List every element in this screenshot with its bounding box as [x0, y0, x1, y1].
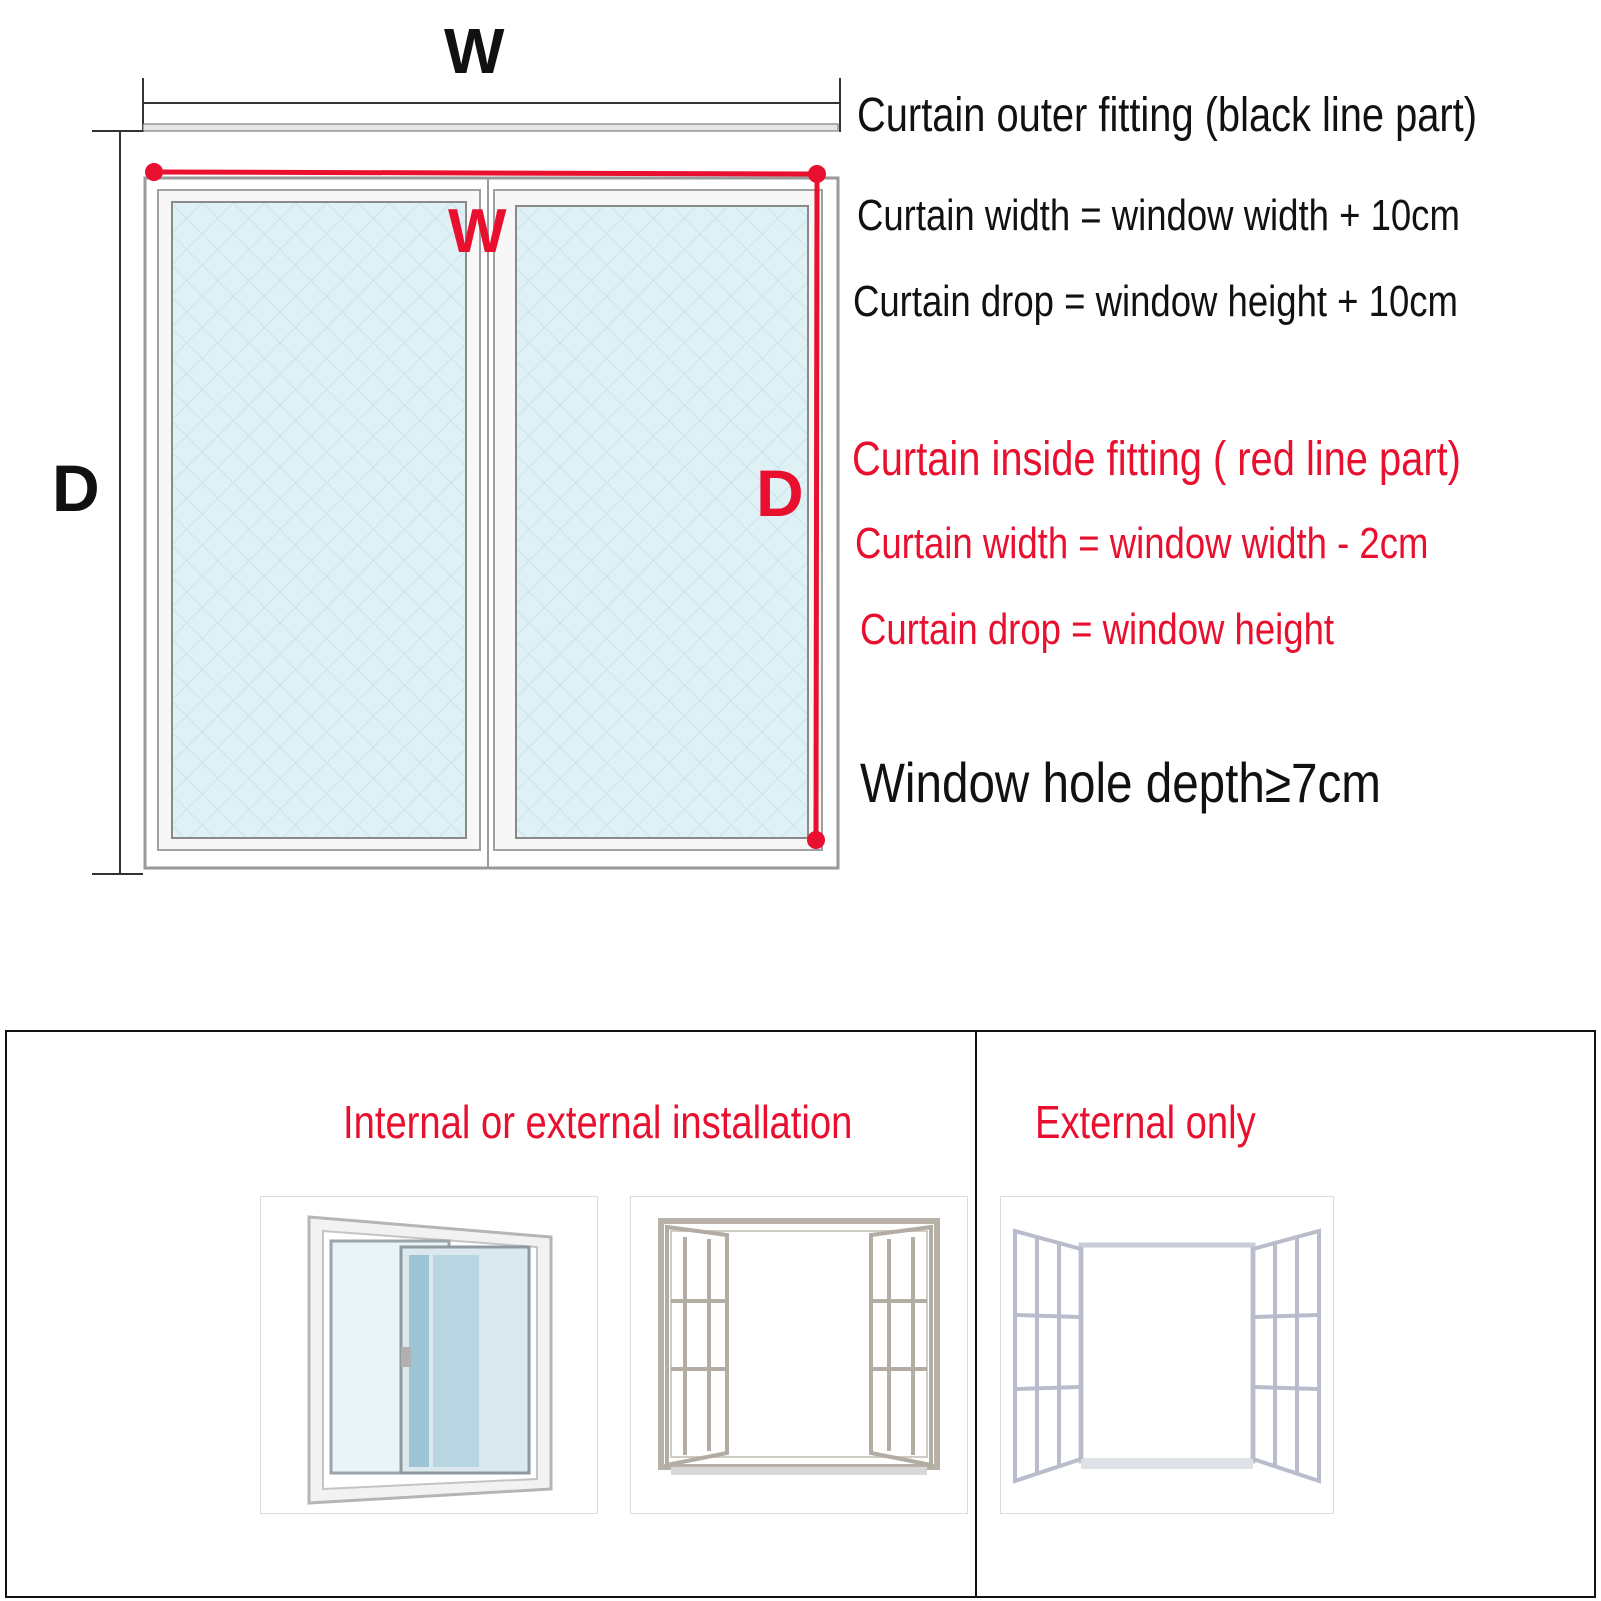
casement-window-image	[630, 1196, 968, 1514]
inner-drop-letter: D	[756, 456, 804, 530]
inside-fitting-lines	[145, 163, 826, 849]
red-dot-bottom-right	[807, 831, 825, 849]
outer-drop-dimension	[92, 130, 143, 875]
window-frame	[143, 176, 840, 870]
inside-fitting-title: Curtain inside fitting ( red line part)	[852, 433, 1461, 486]
outer-width-dimension	[142, 78, 841, 132]
red-dot-top-right	[808, 165, 826, 183]
left-glass-pane	[171, 201, 467, 839]
curtain-rod	[142, 123, 839, 132]
casement-window-icon	[658, 1218, 940, 1475]
sliding-window-icon	[307, 1215, 553, 1505]
sliding-window-image	[260, 1196, 598, 1514]
internal-or-external-label: Internal or external installation	[343, 1096, 853, 1148]
inside-fitting-drop-rule: Curtain drop = window height	[860, 605, 1335, 654]
window-measurement-diagram	[92, 78, 841, 875]
installation-panel-right	[975, 1030, 1596, 1598]
external-casement-window-image	[1000, 1196, 1334, 1514]
outer-fitting-width-rule: Curtain width = window width + 10cm	[857, 191, 1460, 240]
outer-fitting-title: Curtain outer fitting (black line part)	[857, 89, 1478, 142]
outer-drop-letter: D	[52, 451, 100, 525]
external-only-label: External only	[1035, 1096, 1256, 1148]
inner-width-letter: W	[448, 197, 507, 266]
external-casement-window-icon	[1013, 1228, 1321, 1484]
outer-fitting-drop-rule: Curtain drop = window height + 10cm	[853, 277, 1458, 326]
right-glass-pane	[515, 205, 809, 839]
window-depth-note: Window hole depth≥7cm	[860, 751, 1381, 814]
inside-fitting-width-rule: Curtain width = window width - 2cm	[855, 519, 1429, 568]
red-dot-top-left	[145, 163, 163, 181]
outer-width-letter: W	[444, 15, 505, 87]
